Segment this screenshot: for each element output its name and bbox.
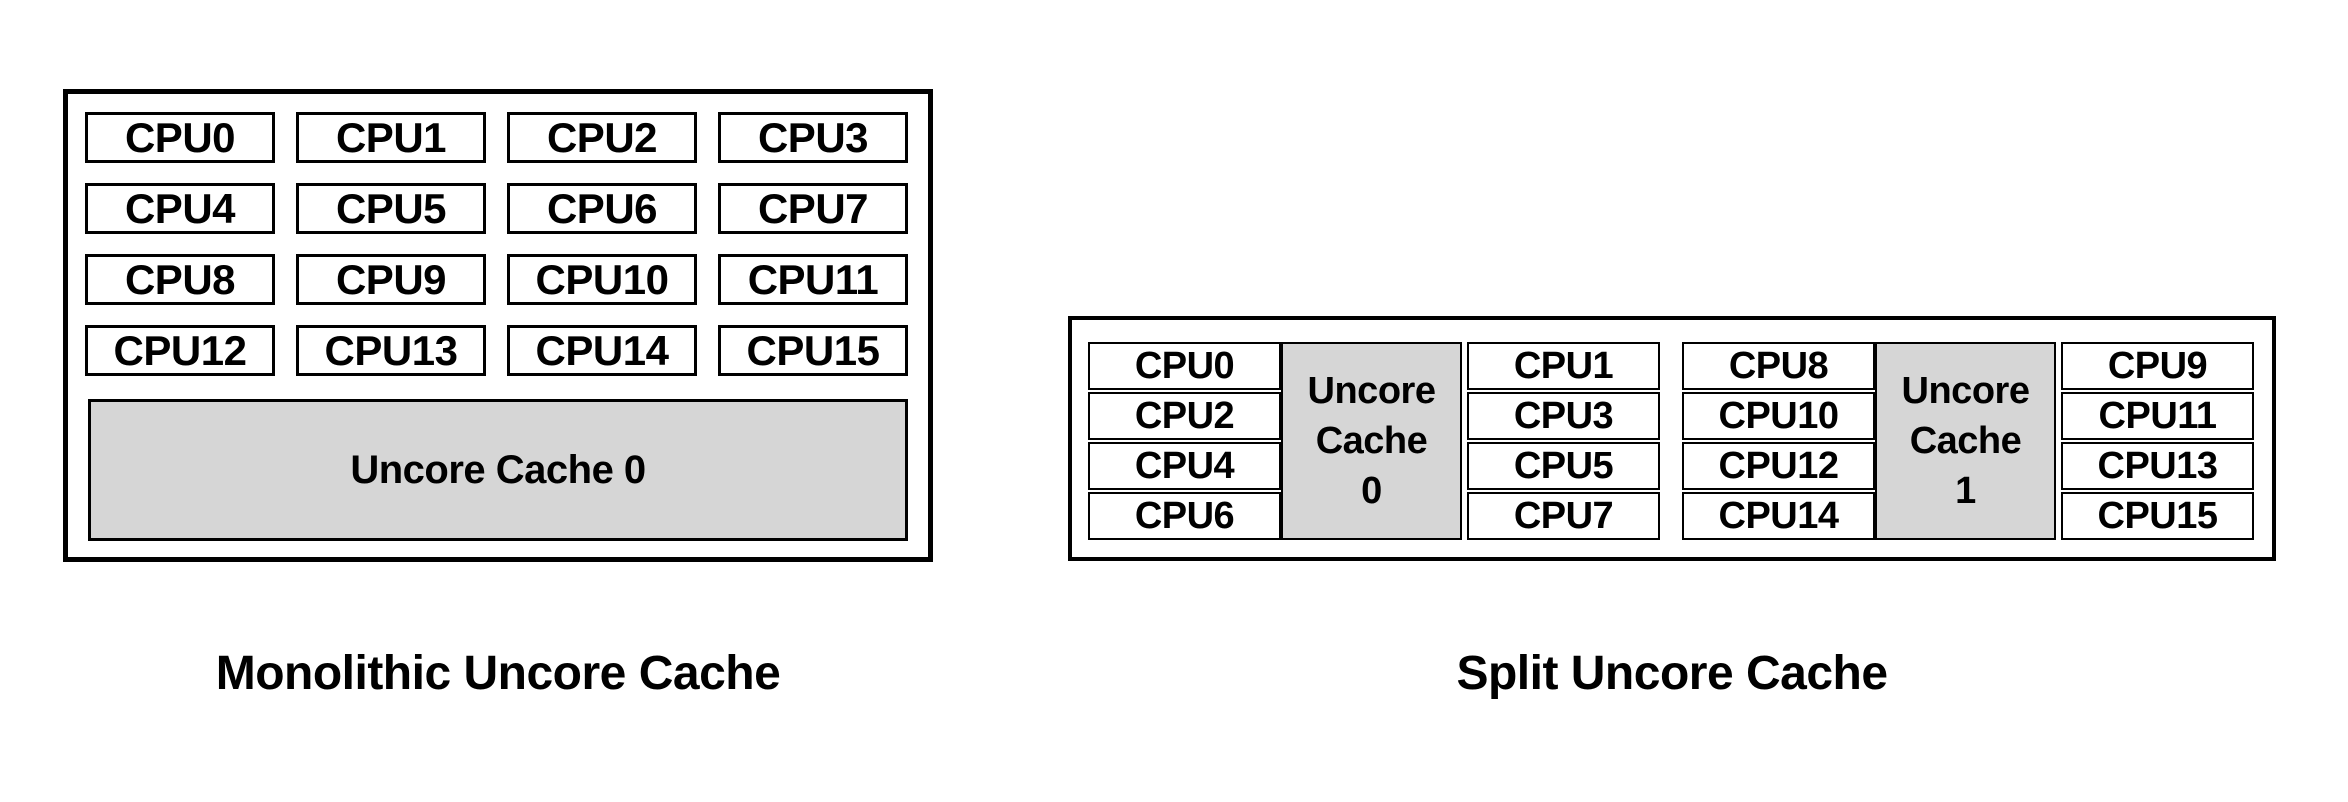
cpu-cell: CPU2 xyxy=(1088,392,1281,440)
split-group-0: CPU0 CPU2 CPU4 CPU6 Uncore Cache 0 CPU1 … xyxy=(1088,342,1660,540)
odd-cpu-column-0: CPU1 CPU3 CPU5 CPU7 xyxy=(1467,342,1660,540)
cpu-box: CPU5 xyxy=(296,183,486,234)
uncore-cache-0-split-box: Uncore Cache 0 xyxy=(1281,342,1462,540)
cache-label-line: Cache xyxy=(1909,420,2022,462)
cpu-cell: CPU6 xyxy=(1088,492,1281,540)
cpu-cell: CPU3 xyxy=(1467,392,1660,440)
cpu-cell: CPU10 xyxy=(1682,392,1875,440)
split-caption: Split Uncore Cache xyxy=(1456,647,1888,700)
cache-label-line: 1 xyxy=(1955,470,1976,512)
cpu-box: CPU10 xyxy=(507,254,697,305)
split-group-1: CPU8 CPU10 CPU12 CPU14 Uncore Cache 1 CP… xyxy=(1682,342,2254,540)
split-diagram-box: CPU0 CPU2 CPU4 CPU6 Uncore Cache 0 CPU1 … xyxy=(1068,316,2276,561)
cpu-box: CPU1 xyxy=(296,112,486,163)
cpu-cell: CPU11 xyxy=(2061,392,2254,440)
cpu-box: CPU13 xyxy=(296,325,486,376)
cpu-box: CPU7 xyxy=(718,183,908,234)
cpu-cell: CPU8 xyxy=(1682,342,1875,390)
cpu-box: CPU3 xyxy=(718,112,908,163)
cpu-cell: CPU9 xyxy=(2061,342,2254,390)
cache-label-line: Cache xyxy=(1315,420,1428,462)
cache-label-line: Uncore xyxy=(1901,370,2030,412)
cpu-box: CPU4 xyxy=(85,183,275,234)
cpu-cell: CPU12 xyxy=(1682,442,1875,490)
odd-cpu-column-1: CPU9 CPU11 CPU13 CPU15 xyxy=(2061,342,2254,540)
cpu-box: CPU6 xyxy=(507,183,697,234)
cpu-cell: CPU1 xyxy=(1467,342,1660,390)
cpu-cell: CPU0 xyxy=(1088,342,1281,390)
cpu-box: CPU9 xyxy=(296,254,486,305)
cpu-box: CPU11 xyxy=(718,254,908,305)
cpu-box: CPU15 xyxy=(718,325,908,376)
uncore-cache-0-box: Uncore Cache 0 xyxy=(88,399,908,541)
cpu-box: CPU12 xyxy=(85,325,275,376)
cpu-cell: CPU15 xyxy=(2061,492,2254,540)
cpu-cell: CPU7 xyxy=(1467,492,1660,540)
uncore-cache-1-split-box: Uncore Cache 1 xyxy=(1875,342,2056,540)
even-cpu-column-1: CPU8 CPU10 CPU12 CPU14 xyxy=(1682,342,1875,540)
cpu-cell: CPU4 xyxy=(1088,442,1281,490)
cache-label-line: 0 xyxy=(1361,470,1382,512)
cpu-cell: CPU14 xyxy=(1682,492,1875,540)
cpu-box: CPU0 xyxy=(85,112,275,163)
monolithic-diagram-box: CPU0 CPU1 CPU2 CPU3 CPU4 CPU5 CPU6 CPU7 … xyxy=(63,89,933,562)
cpu-box: CPU14 xyxy=(507,325,697,376)
monolithic-caption: Monolithic Uncore Cache xyxy=(215,647,781,700)
monolithic-cpu-grid: CPU0 CPU1 CPU2 CPU3 CPU4 CPU5 CPU6 CPU7 … xyxy=(85,112,908,376)
cpu-box: CPU2 xyxy=(507,112,697,163)
cache-label-line: Uncore xyxy=(1307,370,1436,412)
even-cpu-column-0: CPU0 CPU2 CPU4 CPU6 xyxy=(1088,342,1281,540)
cpu-cell: CPU5 xyxy=(1467,442,1660,490)
cpu-cell: CPU13 xyxy=(2061,442,2254,490)
cpu-box: CPU8 xyxy=(85,254,275,305)
